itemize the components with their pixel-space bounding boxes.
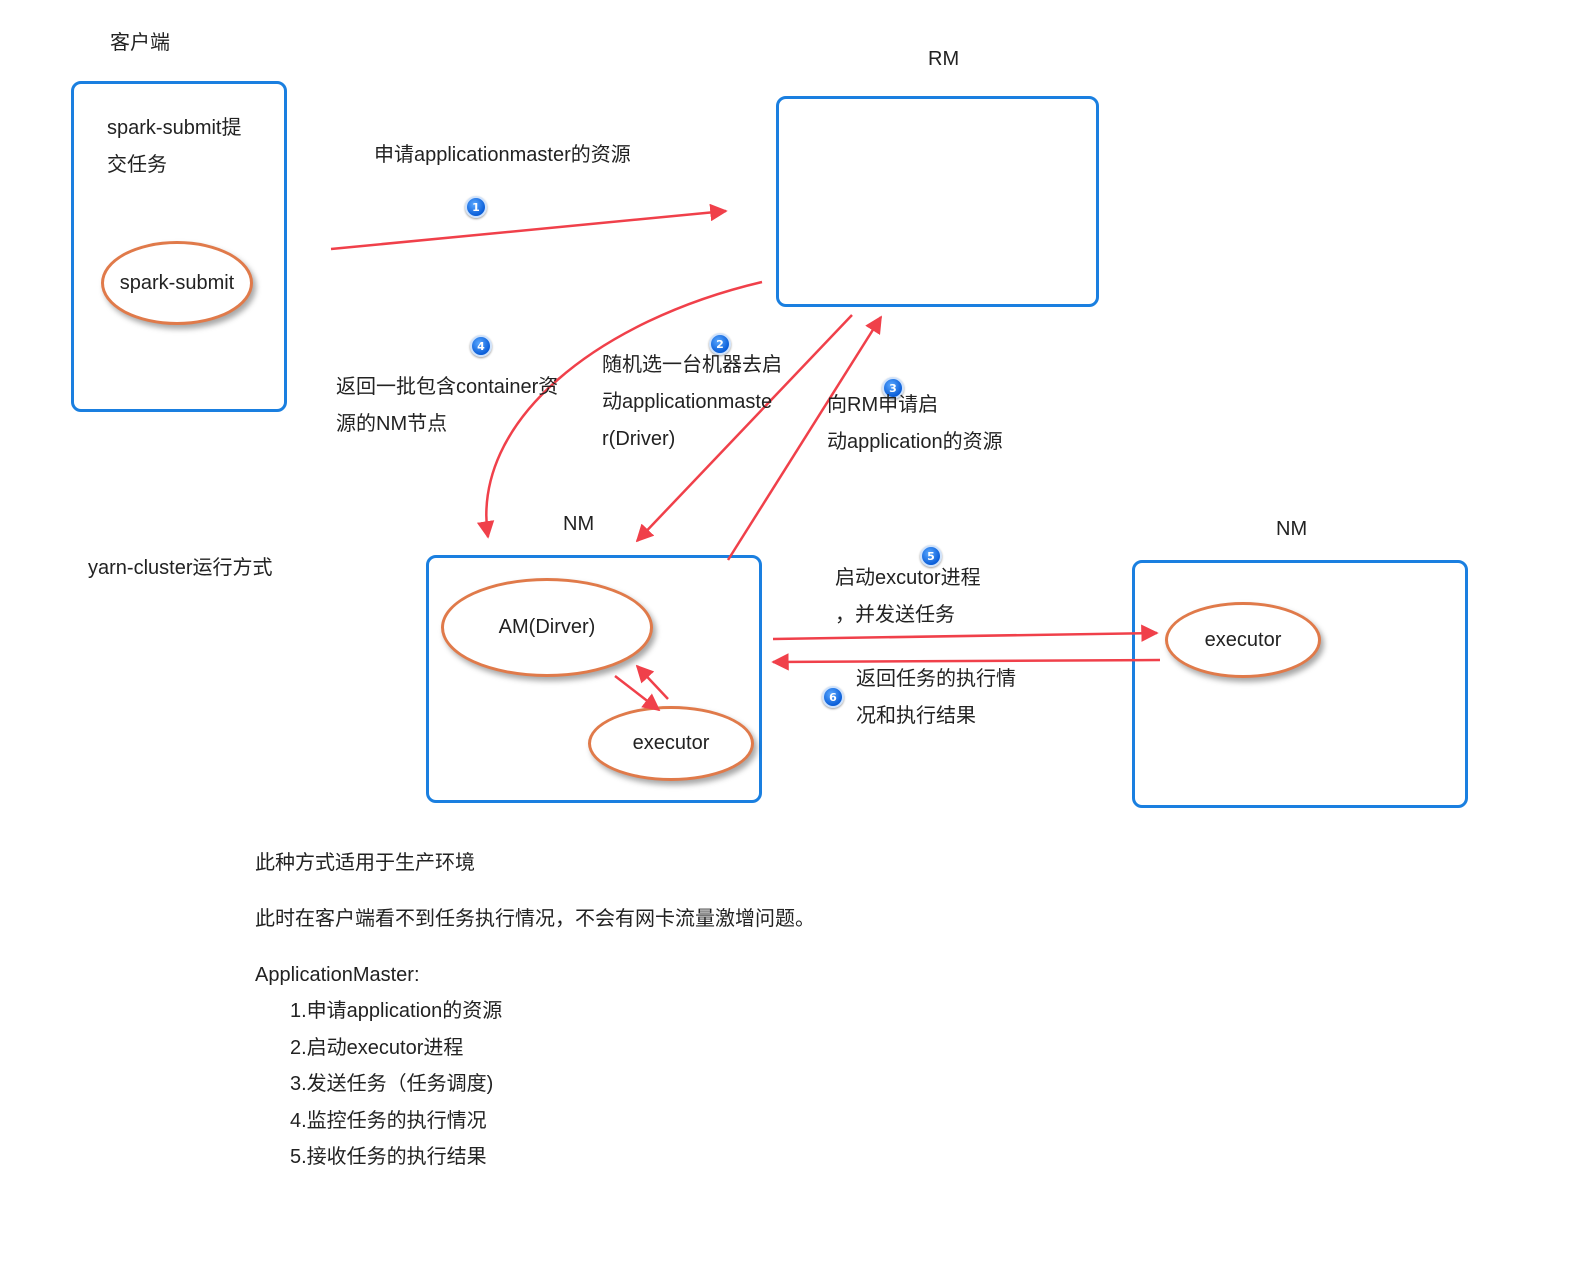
step6-text-line1: 返回任务的执行情 — [856, 668, 1016, 690]
client-label: 客户端 — [110, 32, 170, 54]
step1-badge: 1 — [465, 196, 487, 218]
step2-text: 随机选一台机器去启 动applicationmaste r(Driver) — [602, 347, 782, 458]
am-list-item: 5.接收任务的执行结果 — [290, 1146, 487, 1168]
am-heading: ApplicationMaster: — [255, 964, 420, 986]
arrow-executor-to-am — [635, 664, 669, 700]
nm-right-box — [1132, 560, 1468, 808]
step2-text-line2: 动applicationmaste — [602, 391, 773, 413]
client-text-line1: spark-submit提 — [107, 117, 242, 139]
step4-text-line2: 源的NM节点 — [336, 413, 448, 435]
step4-text-line1: 返回一批包含container资 — [336, 376, 559, 398]
rm-box — [776, 96, 1099, 307]
executor-oval-right-label: executor — [1204, 628, 1282, 651]
step6-text-line2: 况和执行结果 — [856, 705, 976, 727]
step2-badge: 2 — [709, 333, 731, 355]
step5-text-line1: 启动excutor进程 — [835, 567, 981, 589]
arrow-step1 — [330, 203, 728, 251]
step3-text: 向RM申请启 动application的资源 — [827, 387, 1003, 461]
nm-left-label: NM — [563, 513, 595, 535]
note-line2: 此时在客户端看不到任务执行情况，不会有网卡流量激增问题。 — [255, 908, 815, 930]
arrow-step2 — [635, 314, 853, 543]
executor-oval-left-label: executor — [632, 732, 710, 754]
step4-badge: 4 — [470, 335, 492, 357]
arrow-step3 — [726, 315, 883, 561]
step4-text: 返回一批包含container资 源的NM节点 — [336, 369, 558, 443]
step6-badge: 6 — [822, 686, 844, 708]
step3-text-line1: 向RM申请启 — [827, 394, 939, 416]
step5-text: 启动excutor进程 ，并发送任务 — [835, 560, 981, 634]
executor-oval-right: executor — [1165, 602, 1321, 678]
am-list-item: 2.启动executor进程 — [290, 1036, 464, 1059]
am-driver-oval: AM(Dirver) — [441, 578, 653, 677]
mode-label: yarn-cluster运行方式 — [88, 557, 273, 579]
arrow-step5 — [772, 624, 1159, 642]
step1-text: 申请applicationmaster的资源 — [374, 144, 631, 166]
step3-badge: 3 — [882, 377, 904, 399]
am-list-item: 3.发送任务（任务调度) — [290, 1073, 494, 1095]
client-box: spark-submit提 交任务 — [71, 81, 287, 412]
am-driver-oval-label: AM(Dirver) — [498, 616, 596, 638]
arrow-step6 — [771, 653, 1161, 671]
am-list-item: 4.监控任务的执行情况 — [290, 1109, 487, 1132]
step2-text-line3: r(Driver) — [602, 428, 676, 450]
nm-right-label: NM — [1276, 518, 1308, 540]
nm-left-box — [426, 555, 762, 803]
executor-oval-left: executor — [588, 706, 754, 781]
am-list: 1.申请application的资源 2.启动executor进程 3.发送任务… — [290, 993, 502, 1176]
rm-label: RM — [928, 48, 960, 70]
step2-text-line1: 随机选一台机器去启 — [602, 354, 782, 376]
step6-text: 返回任务的执行情 况和执行结果 — [856, 661, 1016, 735]
arrow-step4 — [476, 280, 763, 539]
spark-submit-oval: spark-submit — [101, 241, 253, 325]
step5-text-line2: ，并发送任务 — [835, 604, 955, 626]
arrow-am-to-executor — [614, 675, 661, 712]
step5-badge: 5 — [920, 545, 942, 567]
note-line1: 此种方式适用于生产环境 — [255, 852, 475, 874]
step3-text-line2: 动application的资源 — [827, 431, 1003, 453]
client-text-line2: 交任务 — [107, 154, 167, 176]
spark-submit-oval-label: spark-submit — [119, 271, 235, 294]
am-list-item: 1.申请application的资源 — [290, 1000, 503, 1022]
